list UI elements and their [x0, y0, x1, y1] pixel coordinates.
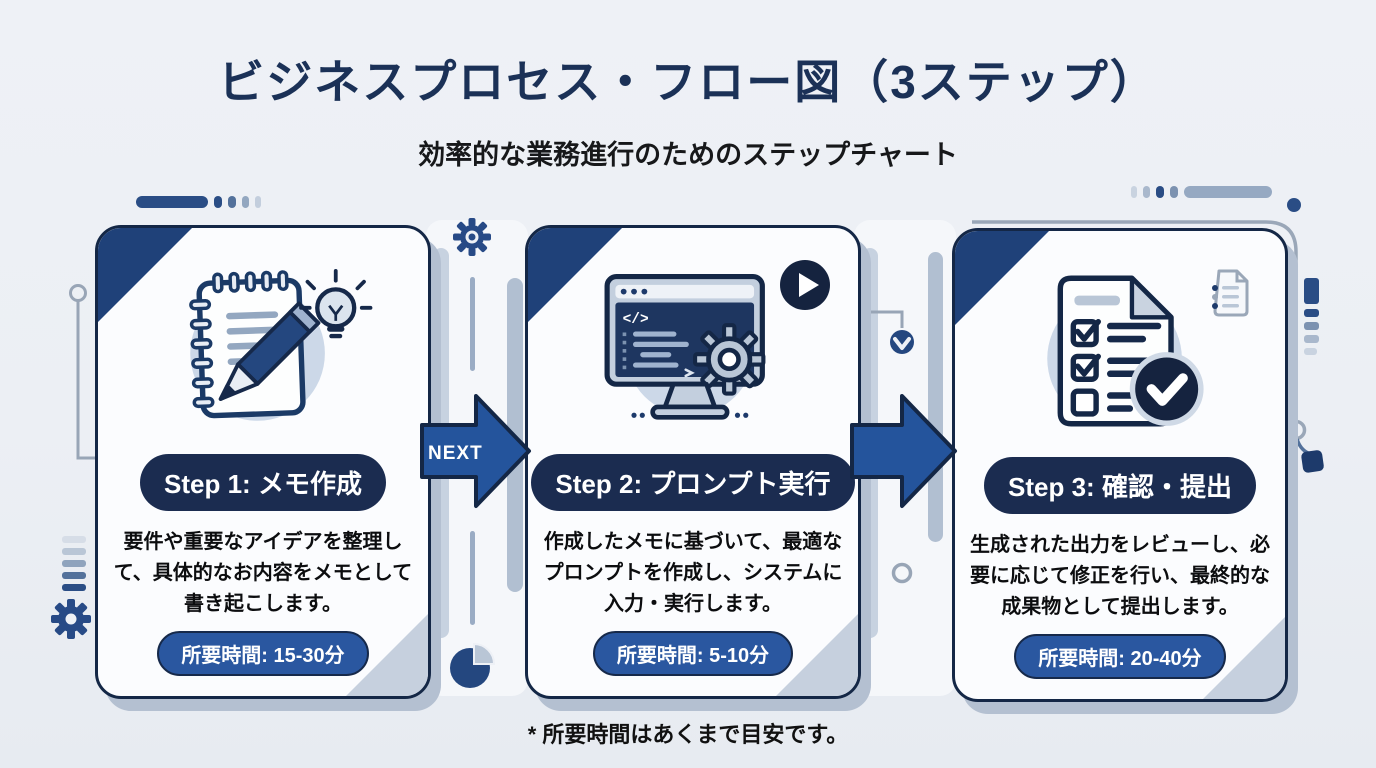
step-label-pill: Step 1: メモ作成 [140, 454, 386, 511]
ghost-frame-decoration [972, 198, 1301, 432]
card-icon-area [98, 242, 428, 454]
next-arrow: NEXT [420, 394, 531, 508]
next-arrow-label: NEXT [428, 443, 483, 464]
duration-pill: 所要時間: 20-40分 [1014, 634, 1226, 679]
topbar-left-decoration [136, 196, 261, 208]
pendant-decoration [1285, 415, 1324, 473]
step-description: 作成したメモに基づいて、最適なプロンプトを作成し、システムに入力・実行します。 [543, 531, 843, 615]
duration-pill: 所要時間: 15-30分 [157, 631, 369, 676]
monitor-code-gear-icon: </> [604, 274, 766, 420]
vertical-line-decoration [470, 531, 475, 625]
step-description: 生成された出力をレビューし、必要に応じて修正を行い、最終的な成果物として提出しま… [970, 534, 1270, 618]
pie-chart-icon [450, 642, 496, 688]
topbar-right-decoration [1131, 186, 1272, 198]
lightbulb-icon [299, 269, 373, 339]
document-list-icon [1212, 269, 1249, 317]
step-card-2: </> [525, 225, 861, 699]
circle-decoration [891, 562, 913, 584]
gear-icon [51, 599, 91, 639]
footnote: * 所要時間はあくまで目安です。 [527, 722, 849, 747]
card-icon-area: </> [528, 242, 858, 454]
page-subtitle: 効率的な業務進行のためのステップチャート [418, 140, 958, 170]
step-card-1: Step 1: メモ作成 要件や重要なアイデアを整理して、具体的なお内容をメモと… [95, 225, 431, 699]
gear-icon [453, 218, 491, 256]
flow-arrow [850, 394, 957, 508]
dash-stack-decoration [62, 536, 86, 591]
card-icon-area [955, 245, 1285, 457]
dash-stack-decoration [1304, 278, 1319, 355]
notebook-pen-icon [189, 269, 373, 421]
step-label-pill: Step 2: プロンプト実行 [531, 454, 855, 511]
circuit-drop-decoration [867, 310, 914, 354]
vertical-line-decoration [470, 277, 475, 371]
page-title: ビジネスプロセス・フロー図（3ステップ） [218, 56, 1158, 108]
checklist-icon [1047, 275, 1204, 427]
code-glyph: </> [623, 312, 649, 328]
step-description: 要件や重要なアイデアを整理して、具体的なお内容をメモとして書き起こします。 [113, 531, 413, 615]
duration-pill: 所要時間: 5-10分 [592, 631, 794, 676]
play-icon [780, 260, 830, 310]
step-card-3: Step 3: 確認・提出 生成された出力をレビューし、必要に応じて修正を行い、… [952, 228, 1288, 702]
step-label-pill: Step 3: 確認・提出 [984, 457, 1256, 514]
